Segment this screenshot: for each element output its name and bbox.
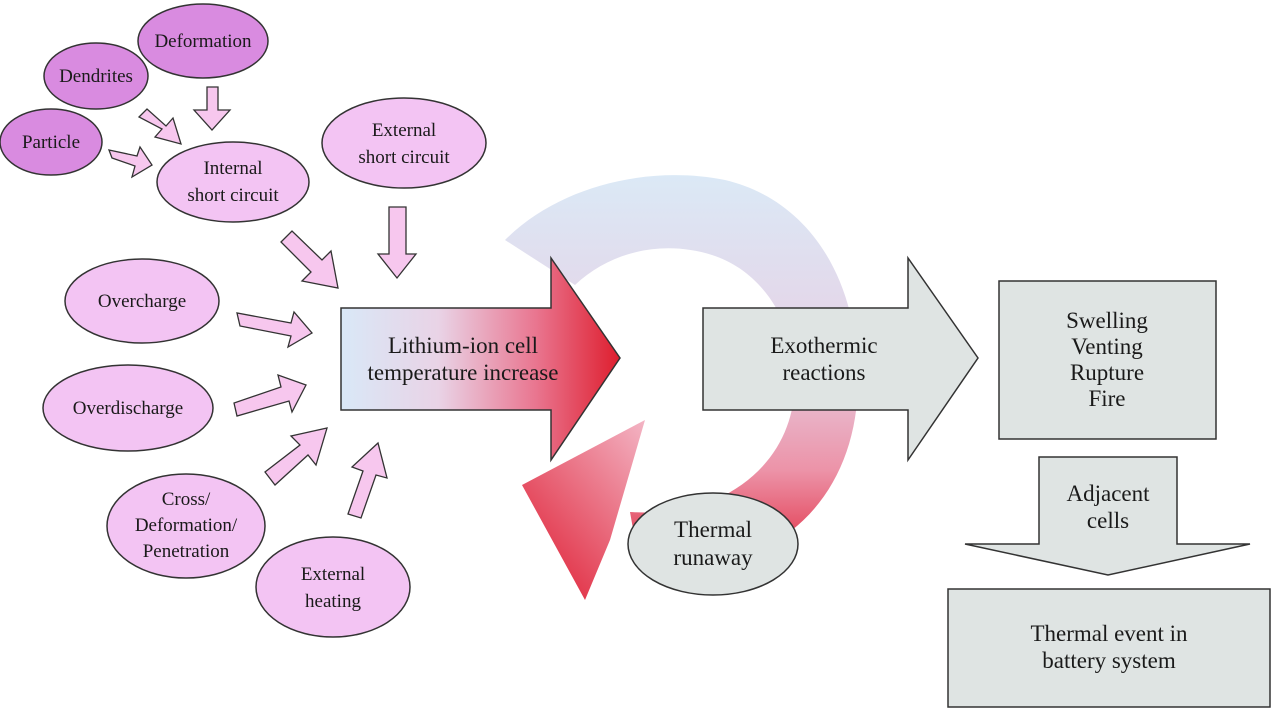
svg-text:heating: heating: [305, 591, 361, 612]
svg-text:Particle: Particle: [22, 132, 80, 153]
svg-text:runaway: runaway: [673, 545, 753, 570]
svg-text:Exothermic: Exothermic: [770, 333, 877, 358]
effects-box: Swelling Venting Rupture Fire: [998, 280, 1217, 440]
cause-external-short-circuit: External short circuit: [321, 97, 487, 189]
root-cause-dendrites: Dendrites: [43, 42, 149, 110]
svg-text:Thermal event in: Thermal event in: [1030, 621, 1188, 646]
svg-text:cells: cells: [1087, 508, 1129, 533]
effect-venting: Venting: [1071, 334, 1143, 359]
svg-text:Overdischarge: Overdischarge: [73, 398, 183, 419]
cause-external-heating: External heating: [255, 536, 411, 638]
svg-text:Thermal: Thermal: [674, 517, 752, 542]
svg-text:Overcharge: Overcharge: [98, 291, 186, 312]
thermal-event-box: Thermal event in battery system: [947, 588, 1271, 708]
svg-text:battery system: battery system: [1042, 648, 1176, 673]
root-cause-deformation: Deformation: [137, 3, 269, 79]
effect-rupture: Rupture: [1070, 360, 1144, 385]
thermal-runaway-label: Thermal runaway: [627, 492, 799, 596]
svg-text:Lithium-ion cell: Lithium-ion cell: [388, 333, 538, 358]
svg-text:Deformation: Deformation: [154, 31, 252, 52]
svg-text:Penetration: Penetration: [143, 541, 230, 562]
arrow-overcharge-to-temperature: [236, 310, 314, 349]
svg-text:Adjacent: Adjacent: [1066, 481, 1150, 506]
svg-text:External: External: [301, 564, 365, 585]
cause-overcharge: Overcharge: [64, 258, 220, 344]
svg-text:temperature increase: temperature increase: [368, 360, 559, 385]
cause-overdischarge: Overdischarge: [42, 364, 214, 452]
arrow-external-short-to-temperature: [376, 206, 418, 280]
arrow-heating-to-temperature: [347, 441, 388, 519]
effect-swelling: Swelling: [1066, 308, 1148, 333]
svg-text:External: External: [372, 120, 436, 141]
thermal-runaway-cycle: [505, 175, 858, 600]
cause-crush-deformation-penetration: Cross/ Deformation/ Penetration: [106, 473, 266, 579]
arrow-crush-to-temperature: [264, 427, 328, 486]
svg-text:Deformation/: Deformation/: [135, 515, 238, 536]
arrow-overdischarge-to-temperature: [233, 373, 307, 417]
exothermic-reactions-arrow: Exothermic reactions: [702, 255, 979, 463]
cause-internal-short-circuit: Internal short circuit: [156, 141, 310, 223]
svg-text:reactions: reactions: [782, 360, 865, 385]
svg-text:Dendrites: Dendrites: [59, 66, 133, 87]
effect-fire: Fire: [1088, 386, 1125, 411]
svg-text:Cross/: Cross/: [162, 489, 211, 510]
arrow-internal-to-temperature: [280, 230, 339, 289]
temperature-increase-arrow: Lithium-ion cell temperature increase: [340, 255, 621, 463]
root-cause-particle: Particle: [0, 108, 103, 176]
arrow-particle-to-internal: [107, 145, 153, 179]
arrow-deformation-to-internal: [192, 86, 232, 131]
adjacent-cells-arrow: Adjacent cells: [964, 456, 1251, 576]
svg-text:short circuit: short circuit: [358, 147, 450, 168]
svg-text:Internal: Internal: [203, 158, 262, 179]
arrow-dendrites-to-internal: [137, 108, 182, 145]
svg-text:short circuit: short circuit: [187, 185, 279, 206]
